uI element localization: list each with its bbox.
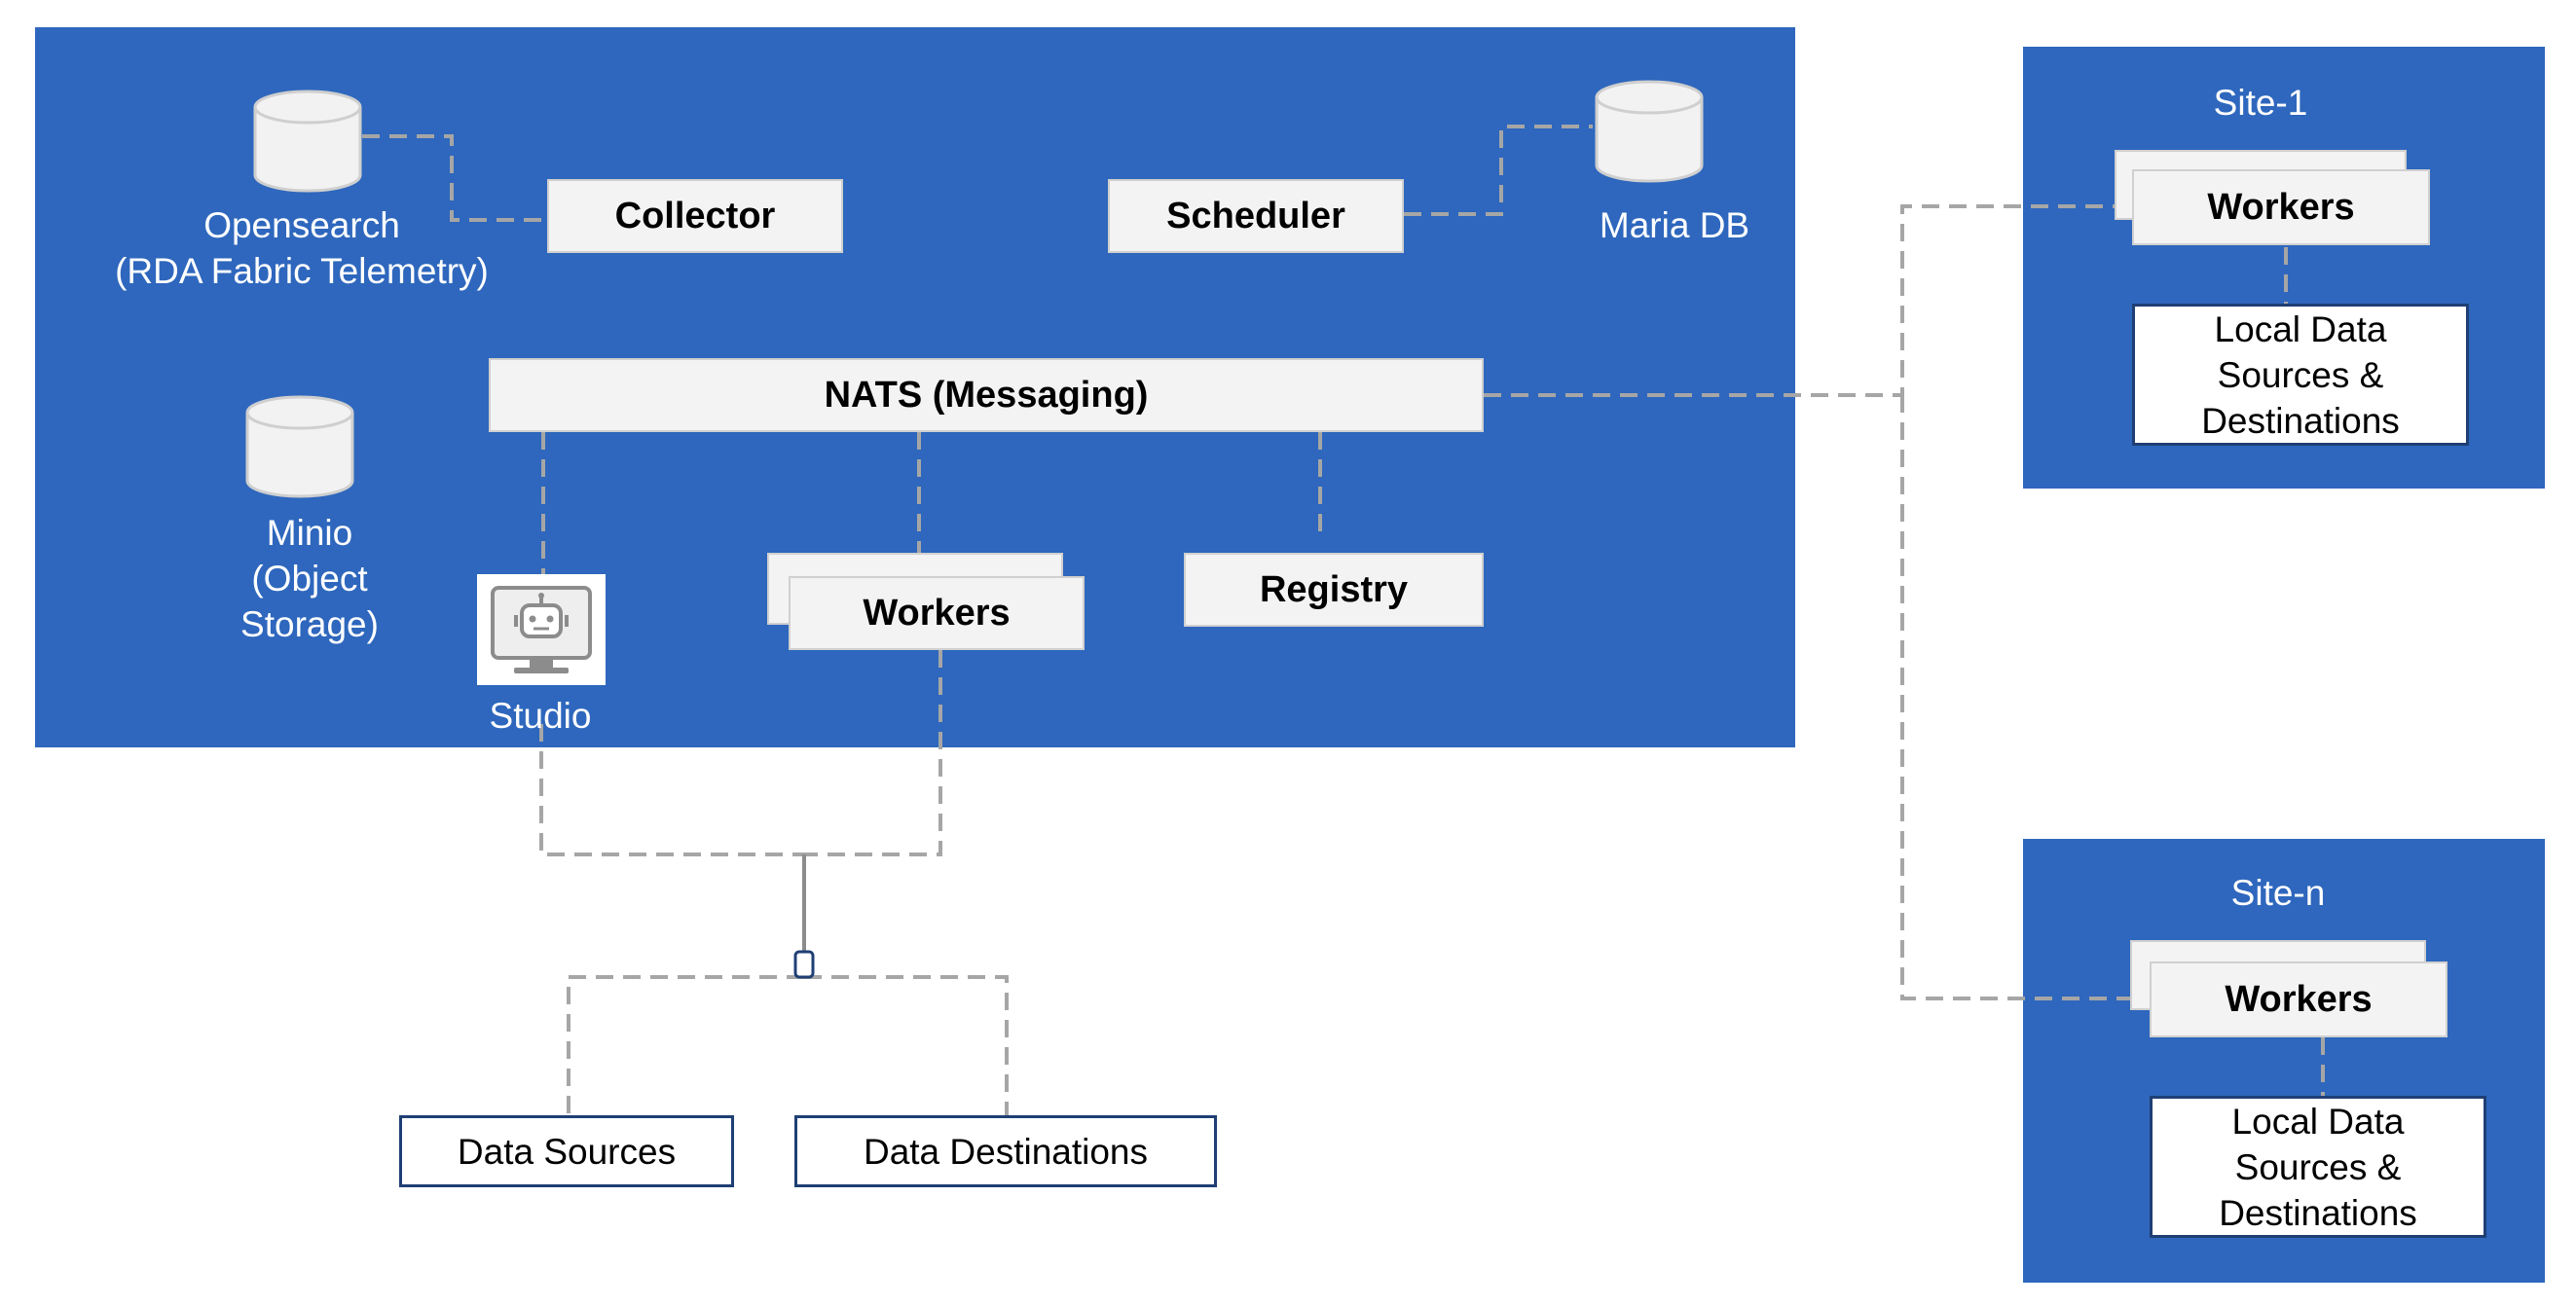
link-nats-site-n: [1900, 395, 2153, 1000]
minio-label-line2: (Object: [251, 559, 368, 599]
site-n-local-line1: Local Data: [2231, 1101, 2405, 1142]
scheduler-label: Scheduler: [1166, 195, 1345, 236]
site-1-local-line1: Local Data: [2214, 308, 2387, 349]
site-1-workers-box: Workers: [2132, 169, 2430, 245]
registry-label: Registry: [1259, 568, 1409, 610]
minio-label-line1: Minio: [266, 513, 353, 553]
workers-label: Workers: [863, 592, 1011, 634]
link-opensearch-collector: [362, 134, 547, 222]
data-sources-box: Data Sources: [399, 1115, 734, 1187]
scheduler-box: Scheduler: [1108, 179, 1404, 253]
data-sources-label: Data Sources: [457, 1131, 677, 1172]
data-destinations-box: Data Destinations: [794, 1115, 1217, 1187]
database-icon: [253, 90, 362, 193]
studio-monitor-icon: [491, 586, 592, 673]
site-1-local-box: Local Data Sources & Destinations: [2132, 304, 2469, 446]
connector-icon: [793, 950, 815, 979]
data-destinations-label: Data Destinations: [863, 1131, 1149, 1172]
registry-box: Registry: [1184, 553, 1484, 627]
studio-label: Studio: [489, 696, 592, 736]
nats-label: NATS (Messaging): [824, 374, 1149, 416]
minio-label: Minio (Object Storage): [202, 510, 417, 647]
workers-box: Workers: [789, 576, 1085, 650]
link-studio-down: [539, 724, 804, 856]
site-n-workers-box: Workers: [2150, 961, 2447, 1037]
minio-label-line3: Storage): [240, 604, 379, 644]
opensearch-label-line2: (RDA Fabric Telemetry): [115, 251, 489, 291]
opensearch-label-line1: Opensearch: [203, 205, 400, 245]
site-1-title: Site-1: [2213, 83, 2308, 123]
collector-label: Collector: [614, 195, 776, 236]
site-n-workers-label: Workers: [2225, 978, 2373, 1020]
opensearch-label: Opensearch (RDA Fabric Telemetry): [88, 202, 516, 294]
site-1-local-line2: Sources &: [2217, 354, 2384, 395]
collector-box: Collector: [547, 179, 843, 253]
site-n-local-line2: Sources &: [2234, 1146, 2402, 1187]
link-split-destinations: [804, 975, 1009, 1115]
studio-tile: [477, 574, 606, 685]
database-icon: [245, 395, 354, 498]
link-nats-site-1: [1484, 204, 2132, 397]
nats-box: NATS (Messaging): [489, 358, 1484, 432]
site-1-workers-label: Workers: [2207, 186, 2355, 228]
link-scheduler-mariadb: [1404, 125, 1593, 216]
site-1-local-line3: Destinations: [2201, 400, 2400, 441]
site-n-title: Site-n: [2230, 873, 2326, 913]
site-n-local-box: Local Data Sources & Destinations: [2150, 1096, 2486, 1238]
mariadb-label: Maria DB: [1599, 205, 1750, 245]
link-split-sources: [567, 975, 804, 1115]
database-icon: [1595, 80, 1704, 183]
site-n-local-line3: Destinations: [2219, 1192, 2417, 1233]
link-workers-down: [804, 650, 942, 856]
